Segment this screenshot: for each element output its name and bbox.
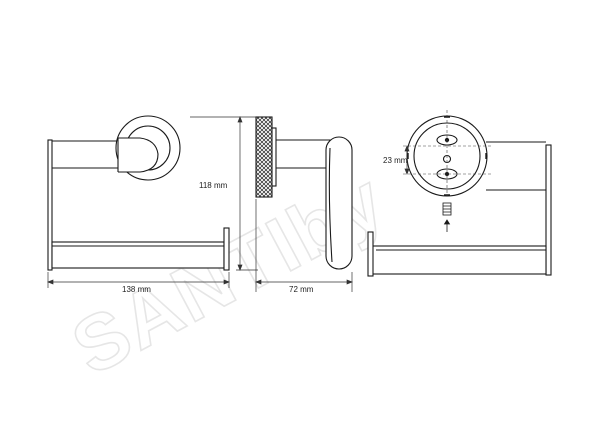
side-body bbox=[325, 136, 353, 270]
spacing-dimension bbox=[404, 145, 410, 175]
side-body-edge bbox=[328, 147, 333, 263]
front-rod-cap bbox=[223, 227, 230, 271]
up-arrow-icon bbox=[443, 219, 451, 232]
height-dimension bbox=[190, 116, 260, 271]
width-dimension bbox=[47, 272, 230, 288]
mount-rod-cap bbox=[367, 231, 374, 277]
depth-label: 72 mm bbox=[289, 285, 314, 294]
side-view bbox=[255, 116, 353, 270]
grub-screw bbox=[442, 202, 452, 216]
width-label: 138 mm bbox=[122, 285, 151, 294]
front-top-arm bbox=[52, 140, 120, 169]
side-knurled-plate bbox=[255, 116, 273, 198]
mount-top-arm bbox=[486, 141, 546, 191]
height-label: 118 mm bbox=[199, 181, 228, 190]
front-view bbox=[47, 115, 230, 271]
depth-dimension bbox=[255, 199, 353, 292]
mount-view bbox=[367, 115, 552, 277]
mount-side-plate bbox=[545, 144, 552, 276]
front-wall-plate bbox=[47, 139, 53, 271]
side-plate-collar bbox=[271, 127, 277, 187]
side-arm bbox=[276, 139, 334, 169]
spacing-label: 23 mm bbox=[383, 156, 408, 165]
mount-centre-lines bbox=[403, 110, 492, 196]
mount-bottom-rod bbox=[371, 245, 547, 275]
front-hook bbox=[118, 137, 159, 173]
